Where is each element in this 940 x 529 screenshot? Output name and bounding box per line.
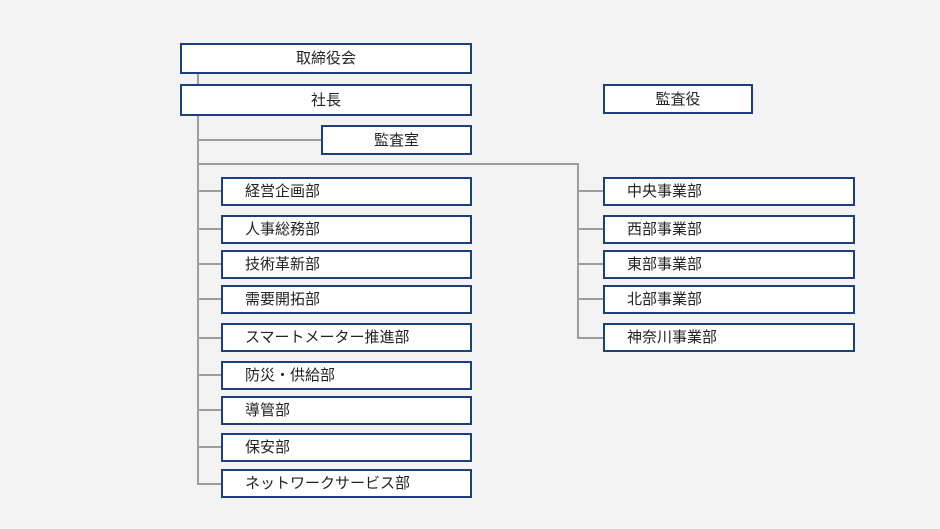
division-trunk-connector [198,163,604,339]
department-box-smart-meter: スマートメーター推進部 [221,323,472,352]
audit-office-box: 監査室 [321,125,472,155]
board-of-directors-box: 取締役会 [180,43,472,74]
division-box-eastern: 東部事業部 [603,250,855,279]
division-box-central: 中央事業部 [603,177,855,206]
division-box-kanagawa: 神奈川事業部 [603,323,855,352]
department-box-hr-general-affairs: 人事総務部 [221,215,472,244]
department-branch-connectors [198,190,222,448]
department-box-technology-innovation: 技術革新部 [221,250,472,279]
division-branch-connectors [578,190,604,300]
department-box-demand-development: 需要開拓部 [221,285,472,314]
department-box-disaster-supply: 防災・供給部 [221,361,472,390]
department-box-corporate-planning: 経営企画部 [221,177,472,206]
division-box-western: 西部事業部 [603,215,855,244]
department-box-network-service: ネットワークサービス部 [221,469,472,498]
division-box-northern: 北部事業部 [603,285,855,314]
main-trunk-connector [197,115,222,485]
department-box-safety: 保安部 [221,433,472,462]
president-box: 社長 [180,84,472,116]
department-box-pipeline: 導管部 [221,396,472,425]
auditor-box: 監査役 [603,84,753,114]
